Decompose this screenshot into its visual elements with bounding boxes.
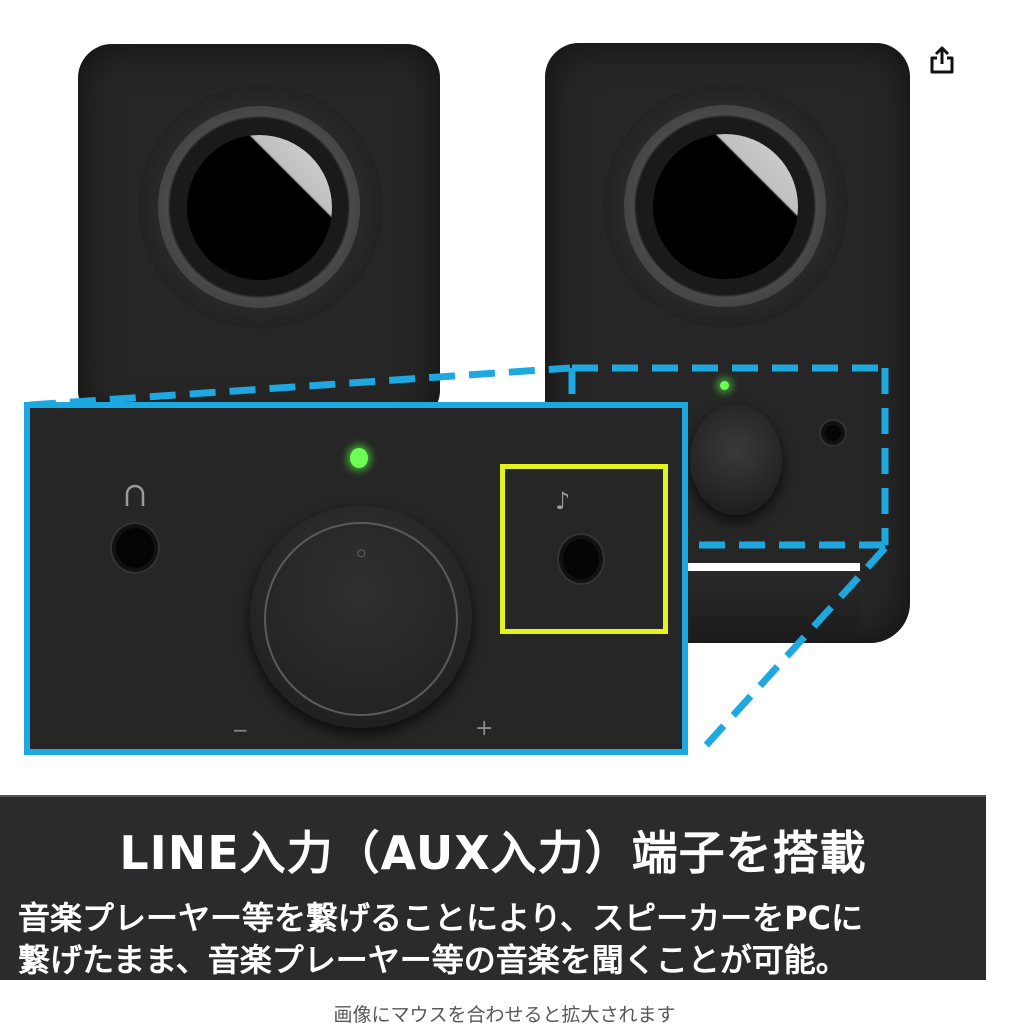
caption-line-2: 繋げたまま、音楽プレーヤー等の音楽を聞くことが可能。 — [18, 941, 848, 979]
right-speaker-stand-slot — [685, 563, 860, 638]
left-driver-cone — [187, 135, 332, 280]
right-speaker — [545, 43, 910, 643]
volume-minus-label: − — [232, 718, 249, 742]
right-driver-cone — [653, 134, 798, 279]
share-icon — [930, 46, 954, 74]
feature-caption: LINE入力（AUX入力）端子を搭載 音楽プレーヤー等を繋げることにより、スピー… — [0, 795, 986, 980]
aux-highlight-box: ♪ — [500, 464, 668, 634]
product-image[interactable]: ○ − + ♪ LINE入力（AUX入力）端子を搭載 音楽プレーヤー等を繋げるこ… — [0, 0, 1009, 990]
right-speaker-led — [720, 381, 729, 390]
right-speaker-aux-jack — [825, 425, 841, 441]
music-note-icon: ♪ — [555, 487, 571, 515]
volume-knob[interactable]: ○ — [250, 506, 472, 728]
caption-title: LINE入力（AUX入力）端子を搭載 — [119, 826, 867, 880]
headphone-icon — [124, 482, 146, 515]
caption-line-1: 音楽プレーヤー等を繋げることにより、スピーカーをPCに — [18, 899, 864, 937]
share-button[interactable] — [922, 40, 962, 80]
right-speaker-knob — [690, 405, 782, 515]
zoom-hint-text: 画像にマウスを合わせると拡大されます — [333, 1004, 676, 1026]
volume-knob-face — [264, 522, 458, 716]
headphone-jack — [116, 528, 154, 568]
volume-indicator-dot: ○ — [357, 548, 366, 559]
volume-plus-label: + — [475, 716, 494, 741]
power-led — [350, 448, 368, 468]
left-speaker — [78, 44, 440, 424]
zoomed-control-panel: ○ − + ♪ — [24, 402, 688, 755]
aux-input-jack — [563, 539, 599, 579]
